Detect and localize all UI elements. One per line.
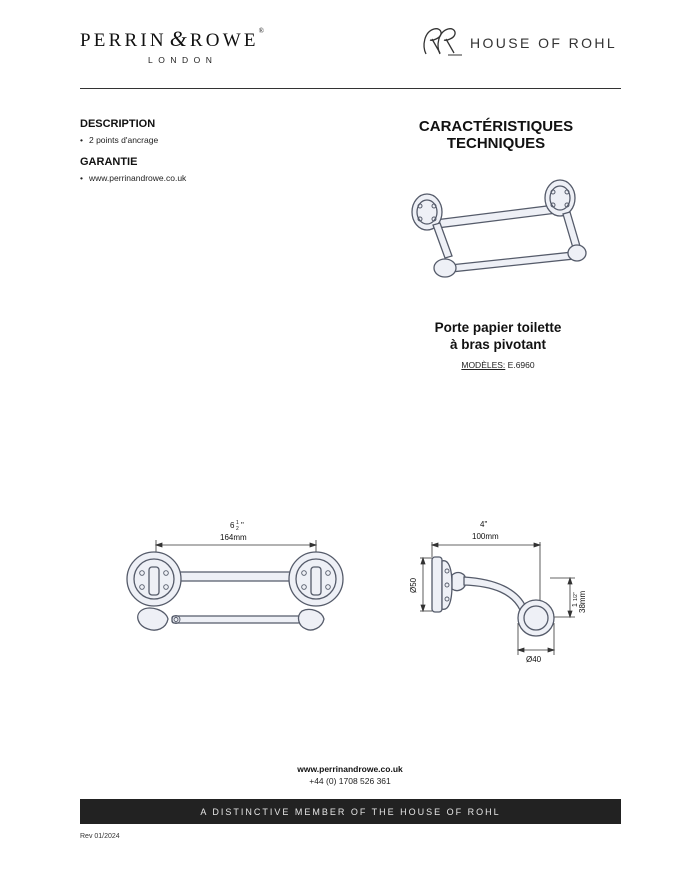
footer-website-link[interactable]: www.perrinandrowe.co.uk xyxy=(297,764,403,774)
side-view-drawing: 4" 100mm Ø50 38mm 1 1/2" Ø40 xyxy=(409,520,587,664)
warranty-link[interactable]: www.perrinandrowe.co.uk xyxy=(80,173,186,183)
product-name-line2: à bras pivotant xyxy=(449,337,547,352)
front-width-frac-num: 1 xyxy=(236,520,239,526)
side-offset-in-whole: 1 xyxy=(572,603,579,607)
footer-band xyxy=(80,799,621,824)
front-view-drawing: 6 1 2 " 164mm xyxy=(126,520,344,631)
front-width-frac-den: 2 xyxy=(236,526,239,532)
product-illustration xyxy=(411,179,587,278)
spec-title-line1: CARACTÉRISTIQUES xyxy=(418,118,574,135)
spec-title-line2: TECHNIQUES xyxy=(446,135,546,152)
front-width-mm: 164mm xyxy=(220,533,247,542)
front-width-in: 6 xyxy=(230,521,235,530)
revision-label: Rev 01/2024 xyxy=(80,833,120,840)
side-height-label: Ø50 xyxy=(409,577,418,593)
brand-city: LONDON xyxy=(148,55,218,65)
models-line: MODÈLES: E.6960 xyxy=(430,360,566,370)
side-offset-frac: 1/2" xyxy=(573,592,579,601)
side-depth-mm: 100mm xyxy=(472,532,499,541)
house-of-rohl-monogram-icon xyxy=(423,28,462,56)
side-offset-mm: 38mm xyxy=(578,590,587,613)
product-name-line1: Porte papier toilette xyxy=(434,320,562,335)
side-diameter-label: Ø40 xyxy=(526,655,542,664)
product-name: Porte papier toilette à bras pivotant xyxy=(408,319,588,353)
brand-left: PERRIN xyxy=(80,30,167,51)
brand-logo-perrin-rowe: PERRIN&ROWE® xyxy=(80,26,264,52)
registered-mark: ® xyxy=(258,27,264,35)
svg-text:": " xyxy=(241,521,244,530)
models-value: E.6960 xyxy=(507,360,535,370)
description-heading: DESCRIPTION xyxy=(80,118,156,130)
models-label: MODÈLES: xyxy=(461,360,506,370)
brand-right: ROWE xyxy=(189,30,259,51)
description-item: 2 points d'ancrage xyxy=(80,135,158,145)
warranty-heading: GARANTIE xyxy=(80,156,138,168)
footer-band-text: A DISTINCTIVE MEMBER OF THE HOUSE OF ROH… xyxy=(200,807,501,817)
header-divider xyxy=(80,88,621,89)
footer-phone: +44 (0) 1708 526 361 xyxy=(309,776,391,786)
brand-partner: HOUSE OF ROHL xyxy=(470,35,618,51)
side-depth-in: 4" xyxy=(480,520,487,529)
spec-title: CARACTÉRISTIQUES TECHNIQUES xyxy=(396,118,596,152)
brand-ampersand: & xyxy=(169,26,187,51)
